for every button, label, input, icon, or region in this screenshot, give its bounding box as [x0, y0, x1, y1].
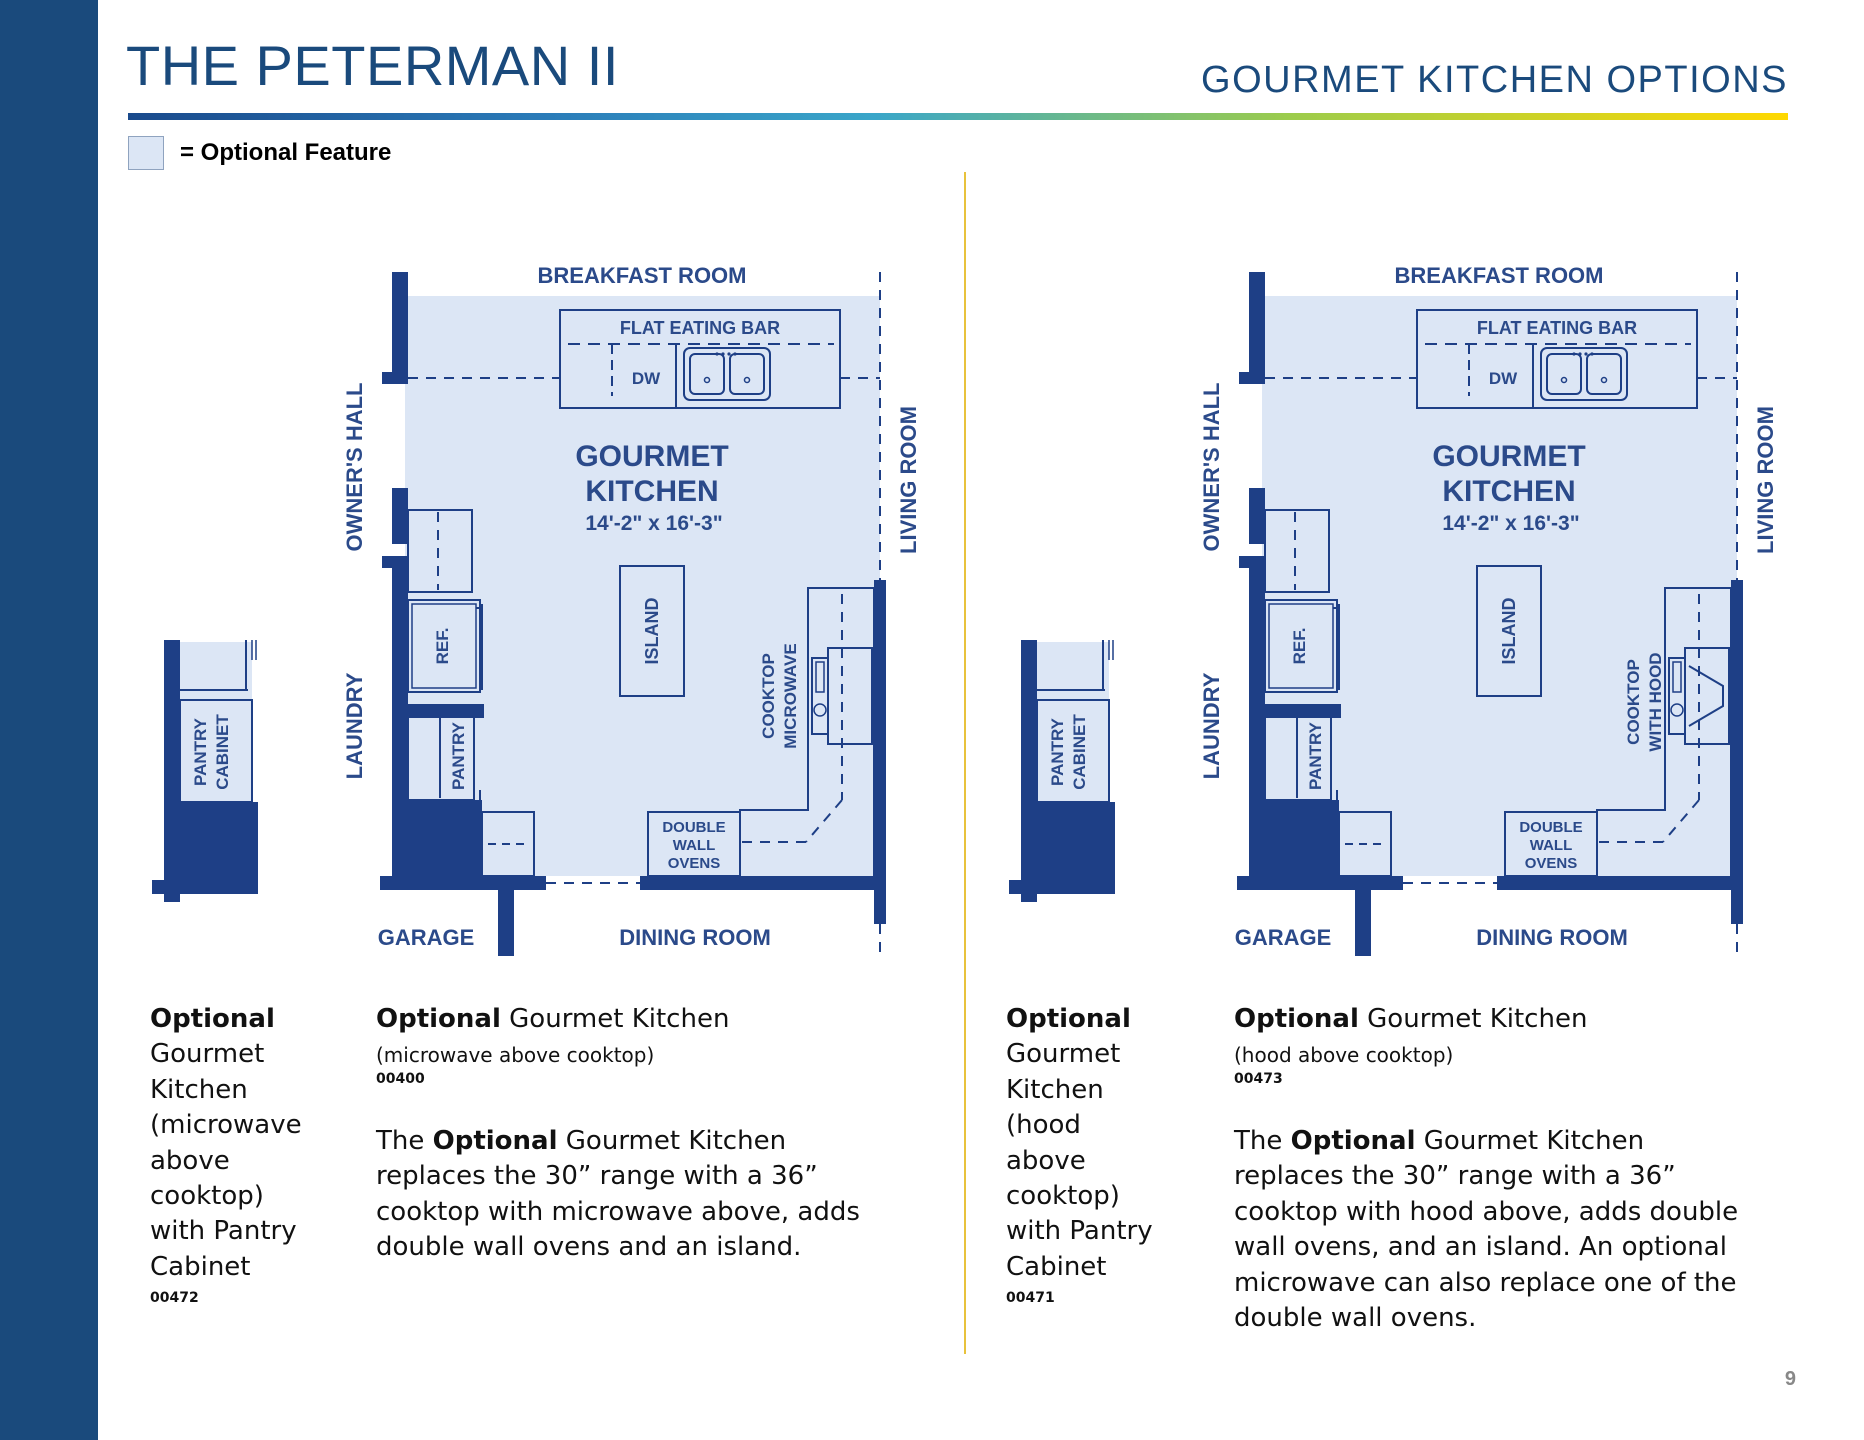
header-gradient-rule: [128, 113, 1788, 120]
desc-pre: The: [1234, 1126, 1291, 1156]
microwave-above-cooktop: [827, 647, 873, 745]
caption-bold-word: Optional: [376, 1004, 501, 1034]
caption-line: Kitchen: [150, 1074, 248, 1105]
legend-label: = Optional Feature: [180, 139, 392, 166]
hood-above-cooktop: [1684, 647, 1730, 745]
plan-right: BREAKFAST ROOM FLAT EATING BAR DW GOURME…: [1008, 263, 1778, 961]
caption-heading-rest: Gourmet Kitchen: [1358, 1004, 1588, 1034]
desc-pre: The: [376, 1126, 433, 1156]
caption-bold-word: Optional: [1006, 1004, 1131, 1034]
label-pantry-cabinet-line2: CABINET: [213, 714, 232, 790]
desc-bold: Optional: [1290, 1126, 1416, 1156]
option-code: 00472: [150, 1290, 199, 1307]
caption-line: above: [150, 1145, 230, 1176]
caption-line: with Pantry: [150, 1216, 297, 1247]
caption-description: The Optional Gourmet Kitchen replaces th…: [1234, 1124, 1754, 1336]
label-refrigerator: REF.: [1290, 628, 1309, 665]
label-cooktop: COOKTOP: [759, 653, 778, 739]
label-cooktop-appliance: MICROWAVE: [781, 643, 800, 748]
desc-bold: Optional: [432, 1126, 558, 1156]
page-number: 9: [1784, 1368, 1796, 1390]
label-ovens-line2: WALL: [673, 837, 716, 854]
room-label-breakfast: BREAKFAST ROOM: [538, 263, 747, 288]
caption-pantry-microwave: Optional Gourmet Kitchen (microwave abov…: [150, 1002, 310, 1309]
label-dishwasher: DW: [632, 369, 661, 388]
label-island: ISLAND: [1499, 598, 1519, 665]
kitchen-title-line1: GOURMET: [1432, 440, 1585, 473]
center-divider: [964, 172, 966, 1354]
label-cooktop: COOKTOP: [1624, 659, 1643, 745]
caption-bold-word: Optional: [1234, 1004, 1359, 1034]
label-pantry-cabinet-line1: PANTRY: [191, 717, 210, 786]
label-ovens-line1: DOUBLE: [1519, 819, 1582, 836]
caption-line: Kitchen: [1006, 1074, 1104, 1105]
room-label-owners-hall: OWNER'S HALL: [1199, 383, 1224, 552]
option-code: 00400: [376, 1071, 425, 1087]
caption-line: cooktop): [150, 1181, 264, 1212]
kitchen-title-line2: KITCHEN: [585, 475, 718, 508]
caption-bold-word: Optional: [150, 1004, 275, 1034]
kitchen-title-line2: KITCHEN: [1442, 475, 1575, 508]
room-label-garage: GARAGE: [378, 925, 475, 950]
room-label-living: LIVING ROOM: [896, 406, 921, 554]
label-cooktop-appliance: WITH HOOD: [1646, 652, 1665, 751]
room-label-laundry: LAUNDRY: [342, 672, 367, 779]
label-pantry-cabinet-line2: CABINET: [1070, 714, 1089, 790]
left-sidebar-band: [0, 0, 98, 1440]
caption-line: Gourmet: [150, 1039, 265, 1070]
room-label-owners-hall: OWNER'S HALL: [342, 383, 367, 552]
label-flat-eating-bar: FLAT EATING BAR: [1477, 318, 1637, 338]
room-label-living: LIVING ROOM: [1753, 406, 1778, 554]
room-label-garage: GARAGE: [1235, 925, 1332, 950]
caption-hood-kitchen: Optional Gourmet Kitchen (hood above coo…: [1234, 1002, 1774, 1336]
desc-post: Gourmet Kitchen replaces the 30” range w…: [376, 1126, 860, 1263]
label-refrigerator: REF.: [433, 628, 452, 665]
caption-line: cooktop): [1006, 1181, 1120, 1212]
section-title: GOURMET KITCHEN OPTIONS: [1201, 59, 1788, 101]
room-label-breakfast: BREAKFAST ROOM: [1395, 263, 1604, 288]
label-ovens-line3: OVENS: [668, 855, 721, 872]
label-flat-eating-bar: FLAT EATING BAR: [620, 318, 780, 338]
caption-subtitle: (microwave above cooktop): [376, 1043, 655, 1067]
option-code: 00473: [1234, 1071, 1283, 1087]
option-code: 00471: [1006, 1290, 1055, 1307]
label-pantry-cabinet-line1: PANTRY: [1048, 717, 1067, 786]
caption-pantry-hood: Optional Gourmet Kitchen (hood above coo…: [1006, 1002, 1166, 1309]
caption-heading: Optional Gourmet Kitchen: [1234, 1002, 1774, 1036]
caption-subtitle: (hood above cooktop): [1234, 1043, 1454, 1067]
label-pantry: PANTRY: [449, 721, 468, 790]
label-ovens-line2: WALL: [1530, 837, 1573, 854]
caption-line: (microwave: [150, 1110, 302, 1141]
optional-feature-swatch: [128, 136, 164, 170]
room-label-dining: DINING ROOM: [1476, 925, 1628, 950]
plan-left: BREAKFAST ROOM FLAT EATING BAR DW GOURME…: [151, 263, 921, 961]
caption-heading: Optional Gourmet Kitchen: [376, 1002, 916, 1036]
kitchen-title-line1: GOURMET: [575, 440, 728, 473]
desc-post: Gourmet Kitchen replaces the 30” range w…: [1234, 1126, 1739, 1334]
label-dishwasher: DW: [1489, 369, 1518, 388]
label-pantry: PANTRY: [1306, 721, 1325, 790]
kitchen-dimensions: 14'-2" x 16'-3": [1442, 512, 1579, 535]
room-label-laundry: LAUNDRY: [1199, 672, 1224, 779]
kitchen-dimensions: 14'-2" x 16'-3": [585, 512, 722, 535]
caption-line: with Pantry: [1006, 1216, 1153, 1247]
room-label-dining: DINING ROOM: [619, 925, 771, 950]
page-title: THE PETERMAN II: [126, 34, 619, 97]
label-ovens-line3: OVENS: [1525, 855, 1578, 872]
caption-line: Cabinet: [150, 1251, 251, 1282]
caption-line: Cabinet: [1006, 1251, 1107, 1282]
caption-microwave-kitchen: Optional Gourmet Kitchen (microwave abov…: [376, 1002, 916, 1266]
caption-line: (hood above: [1006, 1110, 1086, 1176]
label-ovens-line1: DOUBLE: [662, 819, 725, 836]
caption-heading-rest: Gourmet Kitchen: [500, 1004, 730, 1034]
caption-description: The Optional Gourmet Kitchen replaces th…: [376, 1124, 896, 1266]
label-island: ISLAND: [642, 598, 662, 665]
caption-line: Gourmet: [1006, 1039, 1121, 1070]
